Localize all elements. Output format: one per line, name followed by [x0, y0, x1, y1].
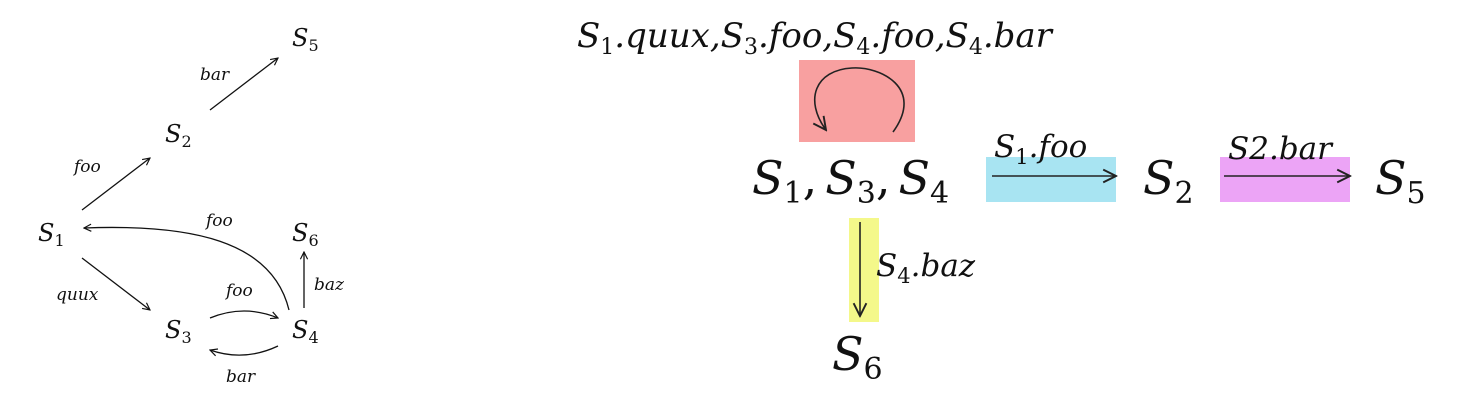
node-s2: S2 — [165, 120, 192, 151]
edge-to-s2-label: S1.foo — [994, 129, 1087, 169]
highlight-self-loop — [799, 60, 915, 142]
edge-s4-s1-label: foo — [204, 211, 233, 231]
merged-node-s1-s3-s4: S1,S3,S4 — [752, 151, 949, 211]
edge-s1-s2-label: foo — [72, 157, 101, 177]
edge-s4-s1-arrow — [84, 227, 290, 311]
edge-s2-s5-arrow — [209, 58, 278, 111]
right-collapsed-diagram: S1.quux,S3.foo,S4.foo,S4.bar S1,S3,S4 S1… — [577, 16, 1426, 387]
self-loop-label: S1.quux,S3.foo,S4.foo,S4.bar — [577, 16, 1054, 60]
node-s2-big: S2 — [1143, 151, 1194, 211]
node-s5: S5 — [292, 24, 319, 55]
edge-s3-s4-label: foo — [224, 281, 253, 301]
edge-s4-s3-arrow — [210, 345, 279, 355]
highlight-edge-to-s2 — [986, 157, 1116, 202]
node-s5-big: S5 — [1375, 151, 1426, 211]
highlight-edge-to-s5 — [1220, 157, 1350, 202]
left-state-diagram: S5 S2 S1 S6 S3 S4 bar foo foo quux foo b… — [38, 24, 345, 387]
edge-to-s5-label: S2.bar — [1228, 131, 1334, 167]
node-s6-big: S6 — [832, 327, 883, 387]
edge-s1-s3-arrow — [81, 257, 150, 310]
edge-s1-s2-arrow — [81, 158, 150, 211]
edge-s1-s3-label: quux — [56, 285, 99, 305]
node-s4: S4 — [292, 316, 319, 347]
edge-s3-s4-arrow — [209, 310, 278, 318]
edge-s4-s6-label: baz — [314, 275, 345, 295]
highlight-edge-to-s6 — [849, 218, 879, 322]
node-s3: S3 — [165, 316, 192, 347]
node-s1: S1 — [38, 219, 65, 250]
self-loop-arrow — [815, 67, 905, 133]
edge-to-s6-label: S4.baz — [876, 248, 976, 288]
edge-s2-s5-label: bar — [200, 65, 230, 85]
node-s6: S6 — [292, 219, 319, 250]
edge-s4-s3-label: bar — [226, 367, 256, 387]
